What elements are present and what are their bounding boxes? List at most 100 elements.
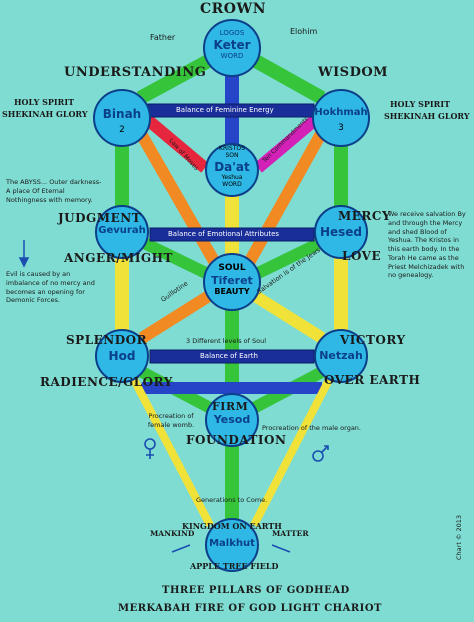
victory-label: VICTORY [340,333,406,347]
binah-name: Binah [102,107,142,121]
sephirot-circles [93,19,370,572]
netzah-name: Netzah [319,349,363,362]
malkhut-name: Malkhut [209,538,255,549]
arrow-mankind [171,544,191,553]
note-procreation-female: Procreation of female womb. [147,412,195,429]
female-symbol [144,438,156,450]
apple-label: APPLE TREE FIELD [190,561,279,571]
shekinah-right: SHEKINAH GLORY [384,111,470,121]
note-evil: Evil is caused by an imbalance of no mer… [6,270,95,305]
chart-copyright: Chart © 2013 [455,514,463,560]
hod-node: Hod [96,350,148,362]
note-abyss: The ABYSS... Outer darkness-A place Of E… [6,178,102,204]
yesod-name: Yesod [213,413,251,426]
node-hesed-circle [314,205,368,259]
hokhmah-num: 3 [338,123,344,133]
elohim-label: Elohim [290,27,318,36]
mankind-label: MANKIND [150,529,195,538]
shekinah-left: SHEKINAH GLORY [2,109,88,119]
bar-emotional [149,227,315,242]
hokhmah-name: Hokhmah [314,107,368,118]
firm-label: FIRM [212,400,249,413]
path-netzah-tiferet [248,288,326,344]
foundation-label: FOUNDATION [186,433,287,447]
male-symbol [312,450,324,462]
crown-label: CROWN [200,1,266,17]
daat-node: KRISTOS SON Da'at Yeshua WORD [206,146,258,188]
path-gevurah-tiferet [139,236,215,282]
tiferet-node: SOUL Tiferet BEAUTY [204,264,260,296]
path-binah-tiferet [134,129,224,271]
hod-name: Hod [108,349,136,363]
path-hod-malkhut [126,370,214,527]
male-symbol-arrow [321,445,329,453]
holy-spirit-left: HOLY SPIRIT [14,97,75,107]
path-binah-daat [144,115,209,173]
bar-feminine-label: Balance of Feminine Energy [176,106,274,114]
malkhut-node: Malkhut [206,539,258,549]
anger-might-label: ANGER/MIGHT [64,251,173,265]
bar-earth [149,349,315,364]
path-hokhmah-tiferet [240,129,328,271]
matter-label: MATTER [272,529,309,538]
father-label: Father [150,33,176,42]
daat-below2: WORD [222,181,242,188]
tiferet-above: SOUL [218,263,246,273]
soul-levels-label: 3 Different levels of Soul [186,337,267,345]
node-hod-circle [95,329,149,383]
node-netzah-circle [314,329,368,383]
holy-spirit-right: HOLY SPIRIT [390,99,451,109]
path-hod-tiferet [138,288,216,344]
daat-below1: Yeshua [221,174,243,181]
path-hokhmah-daat [254,115,319,173]
over-earth-label: OVER EARTH [324,373,421,387]
gender-symbols [144,438,329,462]
bar-earth-label: Balance of Earth [200,352,258,360]
path-hesed-tiferet [249,236,325,282]
footer-line-1: THREE PILLARS OF GODHEAD [162,585,350,596]
mercy-label: MERCY [338,209,392,223]
wisdom-label: WISDOM [318,65,389,80]
hesed-name: Hesed [319,225,363,239]
love-label: LOVE [342,249,382,263]
node-daat-circle [205,143,259,197]
node-keter-circle [203,19,261,77]
gevurah-node: Gevurah [96,226,148,236]
node-yesod-circle [205,393,259,447]
node-malkhut-circle [205,518,259,572]
arrow-matter [271,544,291,553]
node-hokhmah-circle [312,89,370,147]
daat-above2: SON [225,152,239,159]
note-generations: Generations to Come. [196,496,268,504]
node-binah-circle [93,89,151,147]
tiferet-below: BEAUTY [214,287,250,296]
binah-node: Binah 2 [94,108,150,135]
understanding-label: UNDERSTANDING [64,65,207,80]
balance-bars [147,103,315,364]
daat-name: Da'at [214,160,250,174]
kingdom-label: KINGDOM ON EARTH [182,521,282,531]
diagonal-paths [126,53,337,527]
node-gevurah-circle [95,205,149,259]
judgment-label: JUDGMENT [58,211,142,225]
node-tiferet-circle [203,253,261,311]
netzah-node: Netzah [315,350,367,361]
arrows [18,240,291,553]
path-keter-binah [136,53,214,105]
keter-below: WORD [220,52,244,60]
hokhmah-node: Hokhmah 3 [313,108,369,133]
tiferet-name: Tiferet [211,274,253,287]
gevurah-name: Gevurah [98,225,146,236]
keter-above: LOGOS [219,29,245,37]
note-salvation: We receive salvation By and through the … [388,210,466,280]
hesed-node: Hesed [315,226,367,238]
path-keter-hokhmah [250,53,326,105]
binah-num: 2 [119,125,125,135]
daat-above1: KRISTOS [219,145,245,152]
path-netzah-malkhut [250,370,337,527]
arrow-left-down-head [18,257,30,268]
splendor-label: SPLENDOR [66,333,148,347]
keter-node: LOGOS Keter WORD [204,30,260,60]
